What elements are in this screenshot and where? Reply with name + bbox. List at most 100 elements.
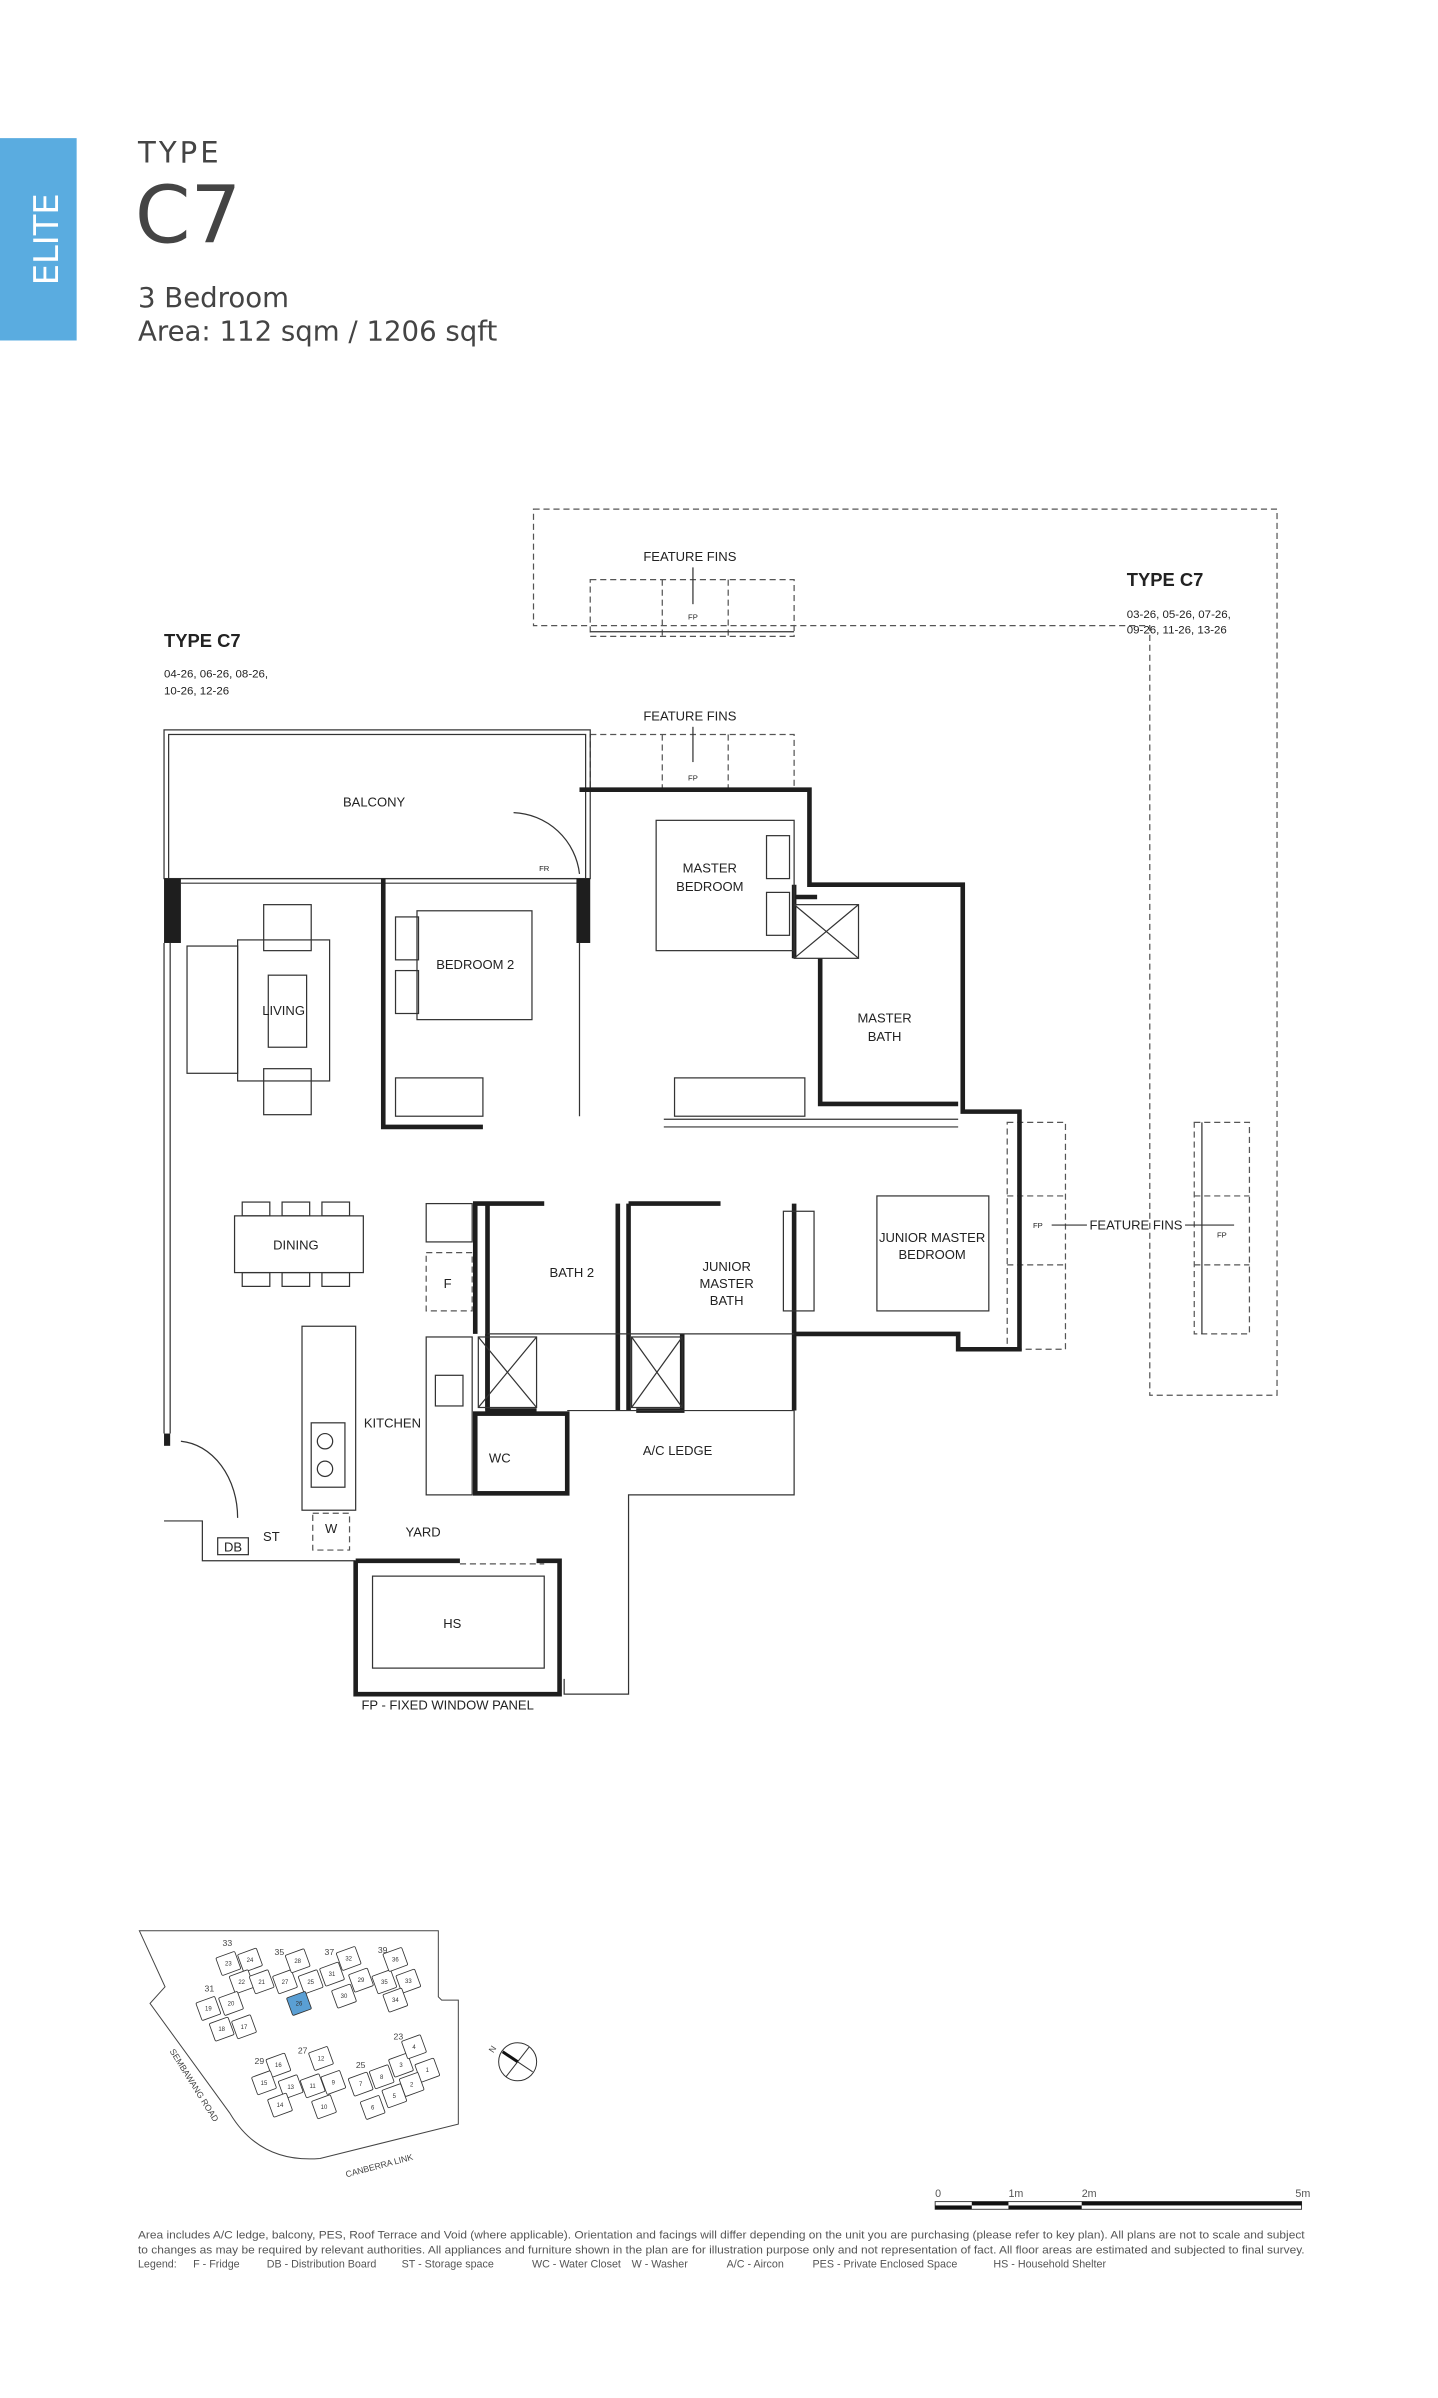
left-type-title: TYPE C7	[164, 630, 241, 651]
key-plan-block: 28	[285, 1948, 311, 1974]
key-plan-block-number: 9	[332, 2080, 336, 2086]
right-type-units-1: 03-26, 05-26, 07-26,	[1127, 609, 1231, 621]
key-plan-block-number: 29	[358, 1978, 365, 1984]
right-type-title: TYPE C7	[1127, 569, 1204, 590]
feature-fins-right: FEATURE FINS FP FP	[1006, 1121, 1251, 1350]
key-plan-block-number: 22	[238, 1980, 245, 1986]
key-plan-block: 8	[369, 2064, 395, 2090]
legend-item: A/C - Aircon	[727, 2259, 784, 2271]
key-plan-block: 29	[348, 1967, 374, 1993]
label-dining: DINING	[273, 1238, 319, 1253]
key-plan-block: 4	[401, 2034, 427, 2060]
footer-notes: Area includes A/C ledge, balcony, PES, R…	[138, 2229, 1305, 2270]
label-kitchen: KITCHEN	[364, 1415, 421, 1430]
label-living: LIVING	[262, 1003, 305, 1018]
label-master-bath-1: MASTER	[857, 1011, 911, 1026]
label-bath-2: BATH 2	[550, 1265, 595, 1280]
legend-item: DB - Distribution Board	[267, 2259, 377, 2271]
label-storage: ST	[263, 1529, 280, 1544]
site-outline	[138, 1930, 459, 2160]
sofa	[186, 945, 239, 1074]
label-jm-bedroom-2: BEDROOM	[898, 1247, 965, 1262]
bed-master	[655, 819, 795, 952]
compass-icon: N	[487, 2042, 538, 2082]
key-plan-block-number: 36	[392, 1957, 399, 1963]
room-labels: BALCONY MASTER BEDROOM BEDROOM 2 LIVING …	[224, 795, 985, 1713]
key-plan-block: 24	[237, 1947, 263, 1973]
scale-bar-segment	[971, 2201, 1009, 2206]
feature-fins-middle: FEATURE FINS FP	[589, 709, 795, 792]
label-jm-bedroom-1: JUNIOR MASTER	[879, 1230, 985, 1245]
label-master-bath-2: BATH	[868, 1029, 902, 1044]
key-plan-block-number: 24	[247, 1958, 254, 1964]
label-fridge: F	[444, 1276, 452, 1291]
key-plan-block: 27	[272, 1969, 298, 1995]
key-plan-block: 35	[371, 1969, 397, 1995]
road-canberra: CANBERRA LINK	[344, 2152, 414, 2180]
bed-junior-master	[876, 1195, 990, 1312]
key-plan-block-number: 13	[287, 2085, 294, 2091]
key-plan-block-number: 6	[371, 2105, 375, 2111]
feature-fins-label-right: FEATURE FINS	[1089, 1218, 1182, 1233]
right-type-units-2: 09-26, 11-26, 13-26	[1127, 624, 1227, 636]
scale-bar-segment	[1081, 2201, 1302, 2206]
key-plan-block-number: 8	[380, 2075, 384, 2081]
key-plan-block-group: 23	[394, 2031, 404, 2041]
type-code: C7	[135, 168, 241, 261]
key-plan-block: 10	[311, 2094, 337, 2120]
key-plan-block: 12	[308, 2046, 334, 2071]
key-plan-block-number: 4	[412, 2045, 416, 2051]
rug	[237, 939, 331, 1082]
key-plan-block: 31	[319, 1961, 345, 1987]
right-type-label: TYPE C7 03-26, 05-26, 07-26, 09-26, 11-2…	[1127, 569, 1231, 637]
key-plan-block-number: 21	[258, 1980, 265, 1986]
key-plan-block-number: 17	[241, 2025, 248, 2031]
legend-item: PES - Private Enclosed Space	[813, 2259, 958, 2271]
fp-label-right-1: FP	[1033, 1221, 1043, 1230]
key-plan-block: 15	[251, 2070, 277, 2096]
key-plan-block-number: 35	[381, 1980, 388, 1986]
coffee-table	[267, 974, 308, 1048]
elite-badge	[0, 138, 77, 341]
bedroom-count: 3 Bedroom	[138, 281, 289, 314]
key-plan-block-number: 2	[410, 2082, 414, 2088]
scale-bar-label: 5m	[1295, 2188, 1310, 2200]
scale-bar-segment	[1008, 2205, 1082, 2210]
label-master-bedroom-1: MASTER	[683, 860, 737, 875]
elite-badge-label: ELITE	[27, 193, 66, 285]
label-db: DB	[224, 1540, 242, 1555]
label-jm-bath-3: BATH	[710, 1293, 744, 1308]
key-plan-block: 7	[348, 2071, 374, 2097]
scale-bar-label: 1m	[1008, 2188, 1023, 2200]
key-plan-block: 36	[382, 1947, 408, 1972]
key-plan-block-group: 37	[325, 1947, 335, 1957]
key-plan-block-number: 7	[359, 2082, 363, 2088]
key-plan-block: 14	[267, 2092, 293, 2118]
key-plan-block-number: 26	[296, 2001, 303, 2007]
fp-label-right-2: FP	[1217, 1230, 1227, 1239]
feature-fins-label-top: FEATURE FINS	[643, 549, 736, 564]
legend-item: ST - Storage space	[402, 2259, 494, 2271]
key-plan-block: 26	[286, 1991, 312, 2016]
label-jm-bath-2: MASTER	[700, 1276, 754, 1291]
compass-north-label: N	[487, 2044, 499, 2055]
left-type-units-1: 04-26, 06-26, 08-26,	[164, 669, 268, 681]
key-plan-block-number: 12	[318, 2056, 325, 2062]
legend-item: HS - Household Shelter	[993, 2259, 1106, 2271]
key-plan-block: 20	[218, 1991, 244, 2016]
key-plan-block-number: 31	[329, 1972, 336, 1978]
key-plan-block: 32	[336, 1946, 362, 1971]
label-wc: WC	[489, 1451, 511, 1466]
feature-fins-label-middle: FEATURE FINS	[643, 709, 736, 724]
label-ac-ledge: A/C LEDGE	[643, 1443, 713, 1458]
footer-line-2: to changes as may be required by relevan…	[138, 2245, 1305, 2257]
scale-bar-segment	[935, 2205, 972, 2210]
key-plan-block-number: 16	[275, 2063, 282, 2069]
left-type-units-2: 10-26, 12-26	[164, 686, 229, 698]
key-plan-block-number: 5	[393, 2094, 397, 2100]
furniture	[186, 819, 990, 1312]
unit-area: Area: 112 sqm / 1206 sqft	[138, 314, 498, 347]
